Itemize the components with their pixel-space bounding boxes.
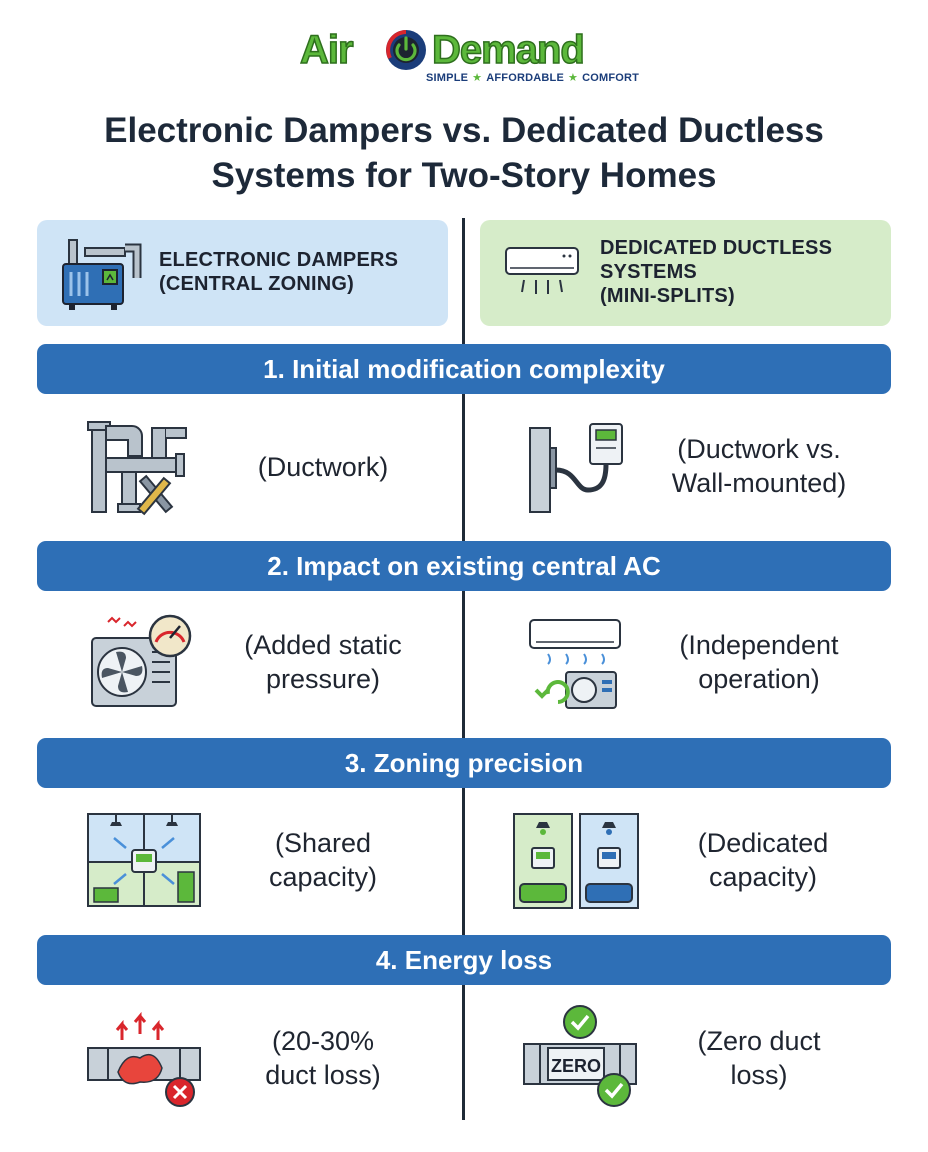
section-4-right-line-2: loss) — [730, 1060, 788, 1090]
zero-badge-label: ZERO — [551, 1056, 601, 1076]
section-4-left-note: (20-30% duct loss) — [208, 1024, 438, 1092]
tagline-comfort: COMFORT — [582, 72, 640, 84]
section-3-left-line-2: capacity) — [268, 862, 378, 892]
logo-word-demand: Demand — [431, 27, 585, 73]
shared-zones-icon — [87, 813, 201, 907]
section-3-left-line-1: (Shared — [274, 828, 372, 858]
section-1-heading: 1. Initial modification complexity — [37, 344, 891, 394]
section-1-left-note: (Ductwork) — [208, 450, 438, 484]
tagline-affordable: AFFORDABLE — [486, 72, 564, 84]
hvac-unit-ductwork-icon — [62, 239, 142, 310]
dedicated-rooms-icon — [513, 813, 639, 909]
ductwork-tools-icon — [87, 421, 187, 516]
column-header-dedicated-ductless: DEDICATED DUCTLESS SYSTEMS (MINI-SPLITS) — [480, 220, 891, 326]
section-3-right-line-1: (Dedicated — [697, 828, 829, 858]
section-4-right-note: (Zero duct loss) — [644, 1024, 874, 1092]
brand-logo: Air Demand SIMPLE★AFFORDABLE★COMFORT — [299, 27, 639, 88]
wall-mounted-unit-icon — [529, 423, 623, 513]
section-1-left-line-1: (Ductwork) — [257, 452, 389, 482]
section-4-right-line-1: (Zero duct — [697, 1026, 821, 1056]
section-3-heading: 3. Zoning precision — [37, 738, 891, 788]
right-column-title: DEDICATED DUCTLESS — [600, 237, 833, 259]
section-3-right-note: (Dedicated capacity) — [648, 826, 878, 894]
condenser-pressure-gauge-icon — [91, 614, 192, 707]
power-button-icon — [386, 30, 426, 70]
left-column-subtitle: (CENTRAL ZONING) — [159, 273, 355, 295]
page-title: Electronic Dampers vs. Dedicated Ductles… — [0, 108, 928, 198]
column-header-electronic-dampers: ELECTRONIC DAMPERS (CENTRAL ZONING) — [37, 220, 448, 326]
section-4-heading: 4. Energy loss — [37, 935, 891, 985]
title-line-2: Systems for Two-Story Homes — [211, 156, 717, 195]
section-2-left-line-1: (Added static — [244, 630, 402, 660]
section-2-right-note: (Independent operation) — [644, 628, 874, 696]
logo-tagline: SIMPLE★AFFORDABLE★COMFORT — [426, 72, 640, 84]
column-divider — [462, 218, 465, 1120]
section-2-right-line-2: operation) — [698, 664, 820, 694]
section-3-left-note: (Shared capacity) — [208, 826, 438, 894]
logo-word-air: Air — [299, 27, 354, 73]
section-2-left-line-2: pressure) — [265, 664, 381, 694]
section-4-left-line-2: duct loss) — [265, 1060, 381, 1090]
section-1-right-note: (Ductwork vs. Wall-mounted) — [644, 432, 874, 500]
right-column-subtitle: (MINI-SPLITS) — [600, 285, 735, 307]
section-2-heading: 2. Impact on existing central AC — [37, 541, 891, 591]
left-column-title: ELECTRONIC DAMPERS — [159, 249, 399, 271]
section-2-left-note: (Added static pressure) — [208, 628, 438, 696]
tagline-simple: SIMPLE — [426, 72, 469, 84]
title-line-1: Electronic Dampers vs. Dedicated Ductles… — [104, 111, 824, 150]
right-column-title-2: SYSTEMS — [600, 261, 697, 283]
leaking-duct-icon — [87, 1011, 201, 1107]
independent-mini-split-icon — [529, 619, 621, 709]
section-1-right-line-2: Wall-mounted) — [671, 468, 847, 498]
zero-loss-pipe-icon: ZERO — [523, 1005, 637, 1107]
mini-split-icon — [505, 247, 579, 294]
section-4-left-line-1: (20-30% — [271, 1026, 375, 1056]
section-2-right-line-1: (Independent — [679, 630, 839, 660]
section-1-right-line-1: (Ductwork vs. — [677, 434, 841, 464]
section-3-right-line-2: capacity) — [708, 862, 818, 892]
